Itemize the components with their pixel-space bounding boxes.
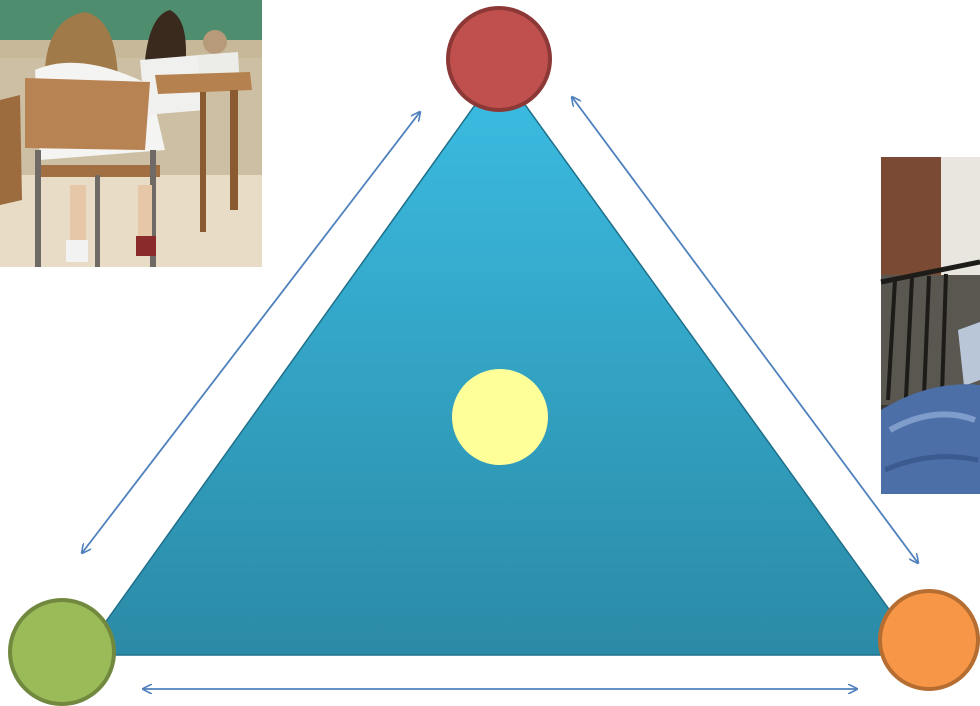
student-with-laptop-photo xyxy=(881,157,980,494)
top-node xyxy=(448,8,550,110)
right-node xyxy=(880,591,978,689)
classroom-photo xyxy=(0,0,262,267)
center-node xyxy=(452,369,548,465)
left-node xyxy=(10,600,114,704)
